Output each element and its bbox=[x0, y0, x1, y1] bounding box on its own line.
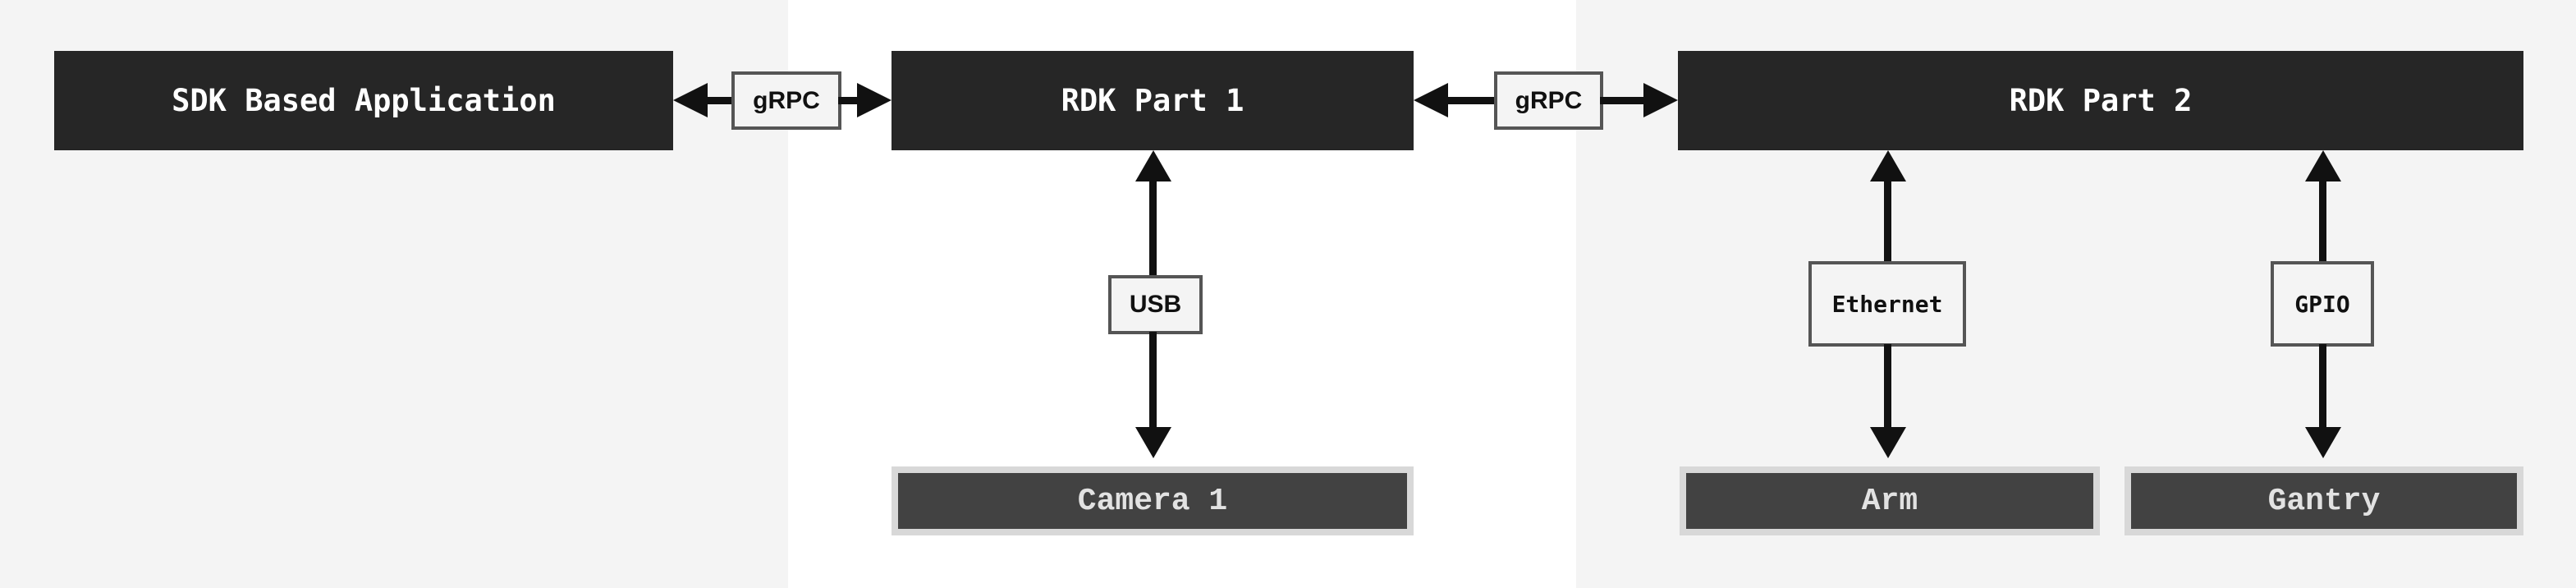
node-rdk-part-1-label: RDK Part 1 bbox=[1061, 83, 1244, 118]
connector-shaft bbox=[1884, 344, 1891, 430]
edge-label-grpc-1-text: gRPC bbox=[753, 86, 820, 114]
node-camera-1-label: Camera 1 bbox=[1077, 483, 1228, 519]
connector-shaft bbox=[2319, 177, 2326, 264]
arrowhead-down-icon bbox=[1135, 427, 1171, 458]
edge-label-gpio: GPIO bbox=[2271, 261, 2374, 347]
arrowhead-down-icon bbox=[2305, 427, 2341, 458]
edge-label-usb: USB bbox=[1108, 275, 1203, 334]
connector-shaft bbox=[1149, 177, 1157, 278]
node-camera-1: Camera 1 bbox=[892, 466, 1414, 535]
edge-label-ethernet: Ethernet bbox=[1808, 261, 1966, 347]
node-arm-label: Arm bbox=[1861, 483, 1918, 519]
arrowhead-left-icon bbox=[1414, 83, 1448, 117]
connector-shaft bbox=[1600, 97, 1647, 104]
edge-label-gpio-text: GPIO bbox=[2294, 290, 2350, 318]
arrowhead-right-icon bbox=[1643, 83, 1678, 117]
connector-shaft bbox=[2319, 344, 2326, 430]
node-sdk-based-application-label: SDK Based Application bbox=[172, 83, 556, 118]
node-rdk-part-2: RDK Part 2 bbox=[1678, 51, 2523, 150]
edge-label-grpc-2: gRPC bbox=[1494, 71, 1603, 130]
node-gantry: Gantry bbox=[2125, 466, 2523, 535]
connector-shaft bbox=[1149, 332, 1157, 430]
arrowhead-up-icon bbox=[1135, 150, 1171, 181]
node-rdk-part-1: RDK Part 1 bbox=[892, 51, 1414, 150]
arrowhead-up-icon bbox=[2305, 150, 2341, 181]
edge-label-usb-text: USB bbox=[1129, 291, 1182, 318]
node-arm: Arm bbox=[1680, 466, 2100, 535]
arrowhead-down-icon bbox=[1870, 427, 1906, 458]
connector-shaft bbox=[1443, 97, 1497, 104]
arrowhead-up-icon bbox=[1870, 150, 1906, 181]
connector-shaft bbox=[703, 97, 736, 104]
edge-label-grpc-2-text: gRPC bbox=[1515, 86, 1583, 114]
edge-label-grpc-1: gRPC bbox=[731, 71, 841, 130]
node-gantry-label: Gantry bbox=[2267, 483, 2381, 519]
node-rdk-part-2-label: RDK Part 2 bbox=[2009, 83, 2193, 118]
edge-label-ethernet-text: Ethernet bbox=[1831, 290, 1943, 318]
arrowhead-right-icon bbox=[857, 83, 892, 117]
arrowhead-left-icon bbox=[673, 83, 708, 117]
connector-shaft bbox=[838, 97, 862, 104]
connector-shaft bbox=[1884, 177, 1891, 264]
node-sdk-based-application: SDK Based Application bbox=[54, 51, 673, 150]
